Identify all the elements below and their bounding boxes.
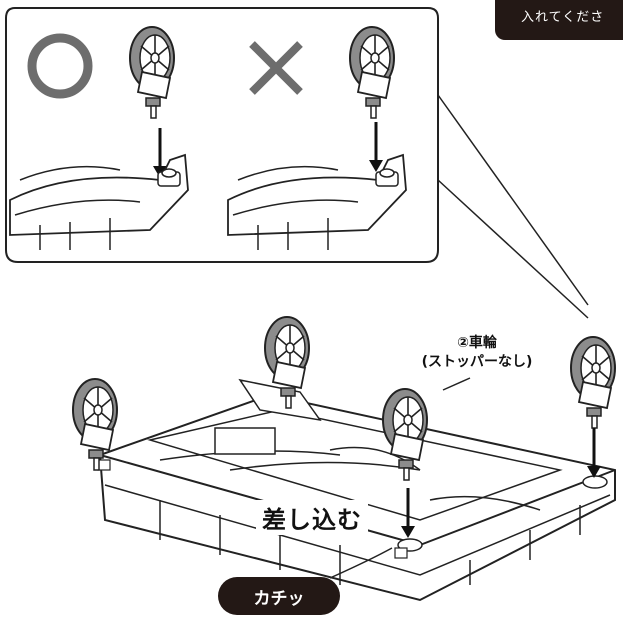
click-leader-line xyxy=(329,547,393,579)
click-tag: カチッ xyxy=(218,577,340,615)
click-text: カチッ xyxy=(253,588,305,609)
hint-box: 入れてくださ xyxy=(495,0,623,40)
cart-base xyxy=(97,378,616,602)
wheel-leader-line xyxy=(442,377,471,391)
wheel-label-line1: ②車輪 xyxy=(412,334,542,353)
wheel-label: ②車輪 (ストッパーなし) xyxy=(412,334,542,372)
circle-mark-icon xyxy=(27,33,93,99)
caster-wheel-icon xyxy=(570,336,616,429)
wheel-label-line2: (ストッパーなし) xyxy=(412,353,542,372)
inset-panel xyxy=(5,7,589,319)
correct-example xyxy=(9,26,189,251)
cross-mark-icon xyxy=(249,41,303,95)
wrong-example xyxy=(227,26,407,251)
insert-label: 差し込む xyxy=(256,500,368,535)
hint-text: 入れてくださ xyxy=(521,10,605,25)
